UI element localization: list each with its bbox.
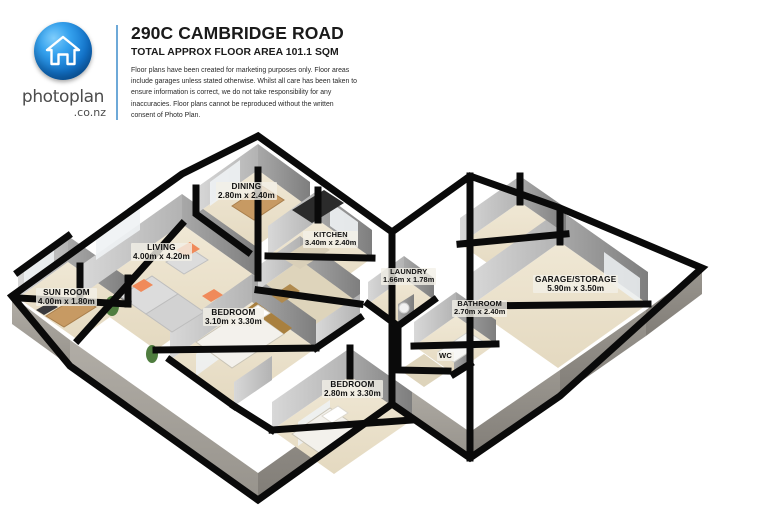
brand-name: photoplan (21, 87, 105, 107)
furniture-cushion (132, 279, 153, 292)
brand-tld: .co.nz (73, 106, 106, 119)
furniture-appliance (398, 302, 410, 314)
floor-plan-svg (6, 131, 709, 505)
furniture-cushion (202, 289, 223, 302)
disclaimer-text: Floor plans have been created for market… (131, 67, 357, 119)
floor-area-subtitle: TOTAL APPROX FLOOR AREA 101.1 SQM (131, 46, 339, 58)
house-in-circle-logo-icon (34, 22, 92, 80)
header-divider (116, 25, 118, 120)
photoplan-logo: photoplan .co.nz (18, 22, 108, 122)
header-text-block: 290C CAMBRIDGE ROAD TOTAL APPROX FLOOR A… (131, 23, 381, 121)
page-title: 290C CAMBRIDGE ROAD (131, 23, 344, 43)
plan-header: photoplan .co.nz 290C CAMBRIDGE ROAD TOT… (0, 0, 768, 130)
furniture-pillow (321, 405, 349, 424)
floor-living (80, 224, 258, 350)
floor-plan-figure: SUN ROOM 4.00m x 1.80m LIVING 4.00m x 4.… (0, 128, 768, 512)
